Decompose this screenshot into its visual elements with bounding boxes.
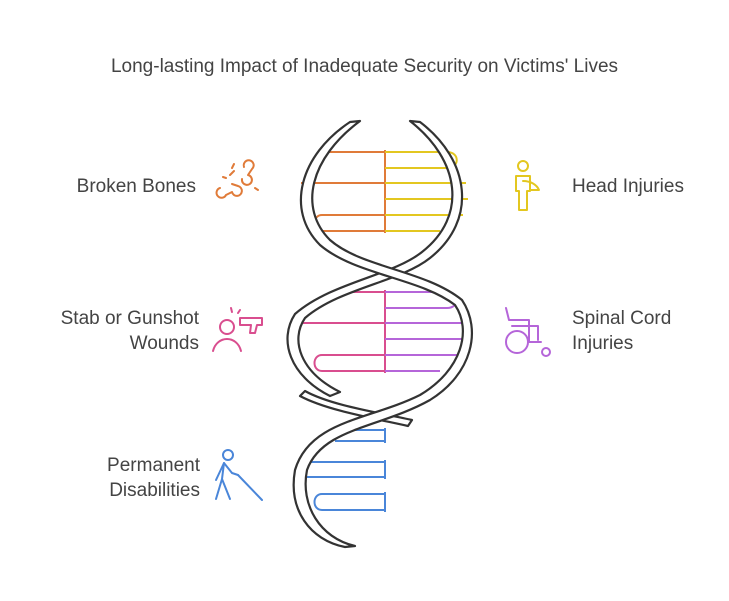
rungs-permanent-disabilities	[305, 428, 386, 512]
dna-backbone	[286, 119, 474, 549]
rungs-stab-gunshot	[301, 290, 386, 373]
label-permanent-disabilities: Permanent Disabilities	[107, 455, 200, 501]
label-broken-bones: Broken Bones	[76, 176, 196, 197]
label-head-injuries: Head Injuries	[572, 176, 684, 197]
label-stab-gunshot: Stab or Gunshot Wounds	[60, 308, 199, 354]
diagram-title: Long-lasting Impact of Inadequate Securi…	[110, 56, 619, 77]
label-spinal-cord: Spinal Cord Injuries	[572, 308, 672, 354]
